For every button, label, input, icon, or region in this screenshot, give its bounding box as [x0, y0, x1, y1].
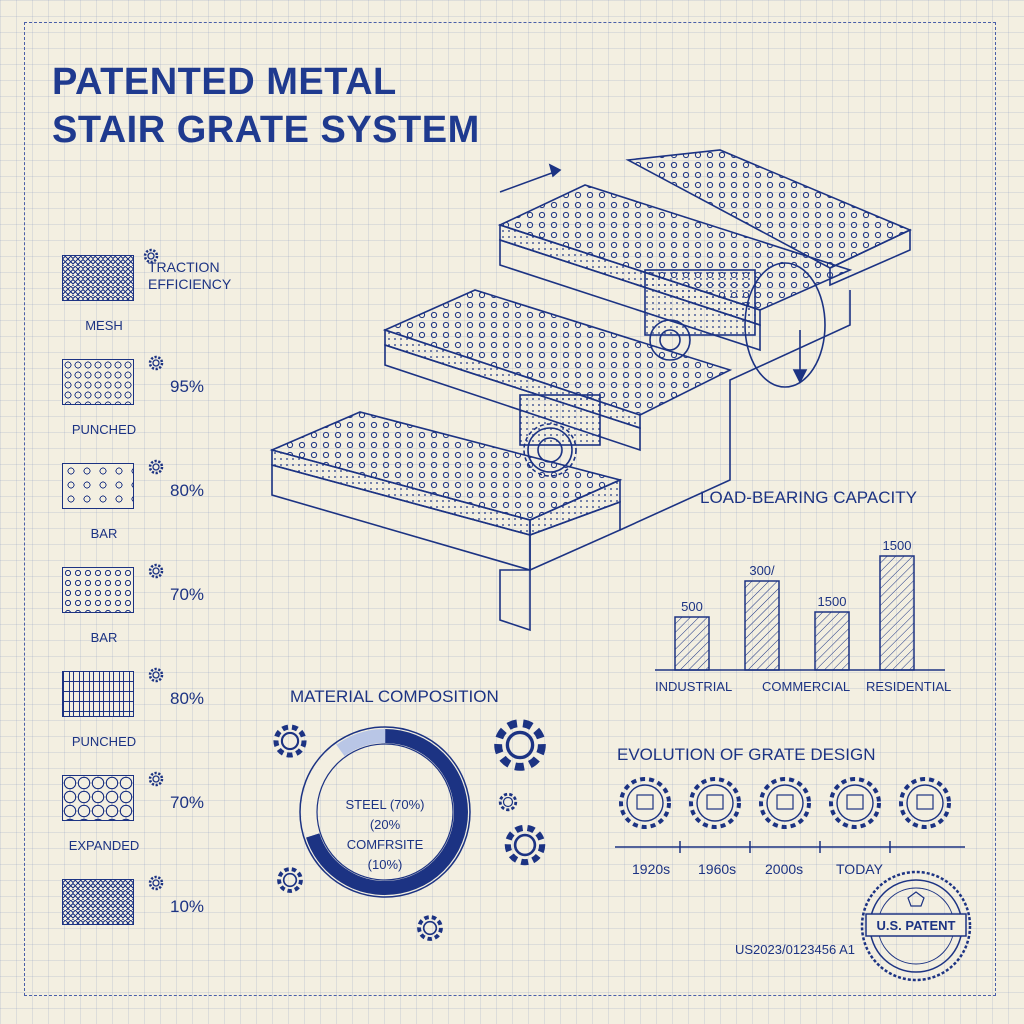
title-line-1: PATENTED METAL: [52, 61, 397, 103]
traction-value-6: 10%: [170, 897, 205, 916]
gear-icon: [143, 248, 159, 264]
traction-label-2: BAR: [90, 526, 118, 541]
timeline-label-0: 1920s: [632, 861, 671, 877]
traction-label-3: BAR: [90, 630, 118, 645]
evolution-title: EVOLUTION OF GRATE DESIGN: [617, 745, 876, 764]
legend-mid: (20%: [369, 817, 401, 832]
donut-segment-0: [302, 729, 468, 895]
donut-segment-2: [302, 729, 468, 895]
bar-label-2: 1500: [818, 594, 847, 609]
gear-icon: [148, 667, 164, 683]
traction-value-4: 80%: [170, 689, 205, 708]
legend-steel: STEEL (70%): [345, 797, 425, 812]
swatch-2: [62, 463, 134, 509]
traction-header-line2: EFFICIENCY: [148, 276, 232, 292]
gear-icon: [498, 792, 518, 812]
category-0: INDUSTRIAL: [655, 679, 733, 694]
gear-icon: [148, 459, 164, 475]
swatch-3: [62, 567, 134, 613]
category-2: RESIDENTIAL: [866, 679, 952, 694]
page-title: PATENTED METAL STAIR GRATE SYSTEM: [52, 58, 480, 154]
traction-label-5: EXPANDED: [68, 838, 140, 853]
evolution-timeline: [615, 777, 965, 853]
traction-header-line1: TRACTION: [148, 259, 220, 275]
patent-seal-text: U.S. PATENT: [876, 918, 956, 933]
traction-label-1: PUNCHED: [71, 422, 137, 437]
bar-label-3: 1500: [883, 538, 912, 553]
swatch-5: [62, 775, 134, 821]
material-title: MATERIAL COMPOSITION: [290, 687, 499, 706]
gear-icon: [148, 771, 164, 787]
gear-icon: [504, 824, 546, 866]
patent-number: US2023/0123456 A1: [735, 942, 855, 957]
donut-segment-1: [302, 729, 468, 895]
traction-value-1: 95%: [170, 377, 205, 396]
title-line-2: STAIR GRATE SYSTEM: [52, 109, 480, 151]
swatch-1: [62, 359, 134, 405]
gear-icon: [148, 355, 164, 371]
evolution-gear-1: [689, 777, 741, 829]
legend-composite: COMFRSITE (10%): [346, 837, 424, 872]
gear-icon: [148, 563, 164, 579]
timeline-label-2: 2000s: [765, 861, 804, 877]
load-bearing-chart: 500 300/1500 1500: [655, 538, 945, 671]
traction-header: TRACTION EFFICIENCY: [148, 259, 231, 293]
dashed-border: [24, 22, 996, 996]
gear-icon: [494, 719, 546, 771]
evolution-gear-3: [829, 777, 881, 829]
traction-value-2: 80%: [170, 481, 205, 500]
patent-seal: [860, 870, 972, 982]
gear-icon: [277, 867, 303, 893]
material-donut: [299, 726, 471, 898]
timeline-label-3: TODAY: [836, 861, 883, 877]
traction-value-5: 70%: [170, 793, 205, 812]
timeline-label-1: 1960s: [698, 861, 737, 877]
traction-label-4: PUNCHED: [71, 734, 137, 749]
stair-grate-illustration: [269, 149, 912, 632]
traction-value-3: 70%: [170, 585, 205, 604]
gear-icon: [417, 915, 443, 941]
bar-0: [674, 616, 710, 671]
swatch-4: [62, 671, 134, 717]
bar-2: [814, 611, 850, 671]
bar-label-1: 300/: [749, 563, 775, 578]
material-legend: STEEL (70%) (20% COMFRSITE (10%): [335, 795, 435, 875]
evolution-gear-4: [899, 777, 951, 829]
swatch-0: [62, 255, 134, 301]
traction-label-0: MESH: [85, 318, 123, 333]
bar-label-0: 500: [681, 599, 703, 614]
gear-icon: [273, 724, 307, 758]
gear-icon: [148, 875, 164, 891]
load-chart-title: LOAD-BEARING CAPACITY: [700, 488, 917, 507]
evolution-gear-2: [759, 777, 811, 829]
evolution-gear-0: [619, 777, 671, 829]
bar-3: [879, 555, 915, 671]
swatch-6: [62, 879, 134, 925]
category-1: COMMERCIAL: [762, 679, 851, 694]
bar-1: [744, 580, 780, 671]
